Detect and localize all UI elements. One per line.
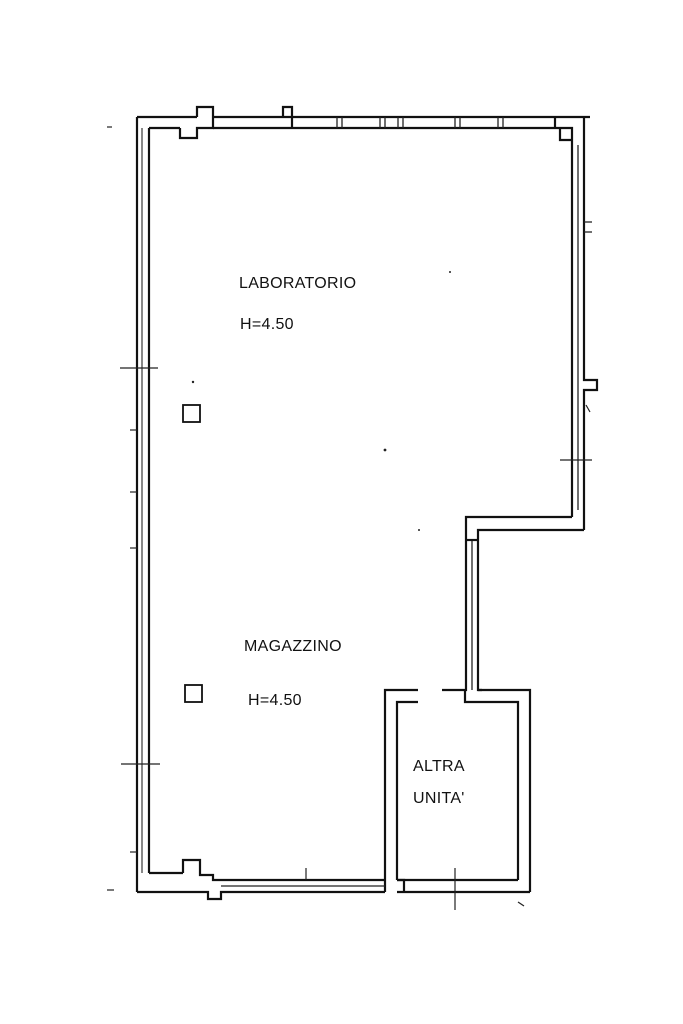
room-name-magazzino: MAGAZZINO [244,638,342,655]
dimension-ticks [107,126,592,910]
south-wall [137,858,530,901]
room-height-magazzino: H=4.50 [248,692,302,709]
altra-unita-walls [383,688,532,892]
pillar-upper [182,404,201,423]
room-name-altra-unita-line1: ALTRA [413,758,465,775]
pillar-lower [184,684,203,703]
room-name-laboratorio: LABORATORIO [239,275,357,292]
internal-step-wall [442,515,584,692]
room-height-laboratorio: H=4.50 [240,316,294,333]
north-wall [137,105,590,140]
west-wall [135,117,151,892]
east-wall-upper [558,117,599,530]
room-name-altra-unita-line2: UNITA' [413,790,465,807]
